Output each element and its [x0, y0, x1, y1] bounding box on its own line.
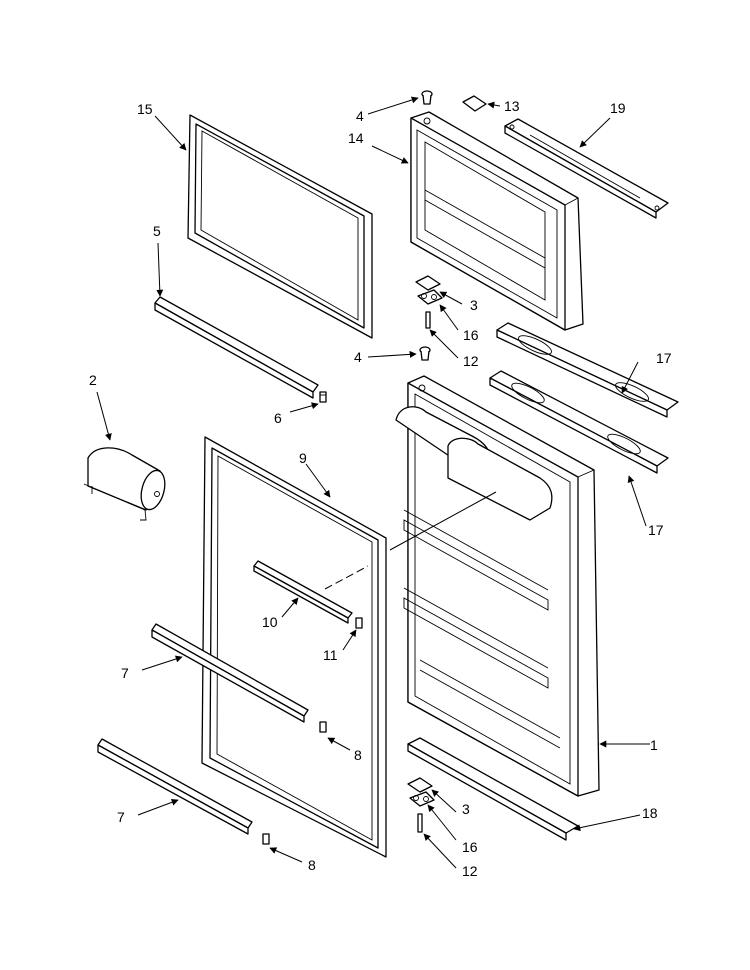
callout-2: 2 — [89, 372, 97, 388]
door-handle-17-upper — [496, 322, 679, 418]
callout-13: 13 — [504, 98, 520, 114]
center-hinge-assembly — [415, 275, 443, 329]
freezer-handle-19 — [504, 118, 669, 219]
callout-18: 18 — [642, 805, 658, 821]
freezer-door — [410, 111, 584, 331]
callout-16-upper: 16 — [463, 327, 479, 343]
callout-8-lower: 8 — [308, 857, 316, 873]
callout-8-upper: 8 — [354, 747, 362, 763]
callout-12-upper: 12 — [463, 353, 479, 369]
callout-labels: 15 5 6 2 9 10 11 7 8 7 8 4 13 14 19 3 16… — [89, 98, 672, 879]
canister-part-2 — [83, 447, 166, 521]
callout-3-lower: 3 — [462, 801, 470, 817]
callout-7-lower: 7 — [117, 809, 125, 825]
trim-end-cap-8-lower — [262, 833, 270, 845]
callout-5: 5 — [153, 223, 161, 239]
freezer-door-trim — [154, 296, 319, 399]
freezer-door-gasket — [187, 114, 373, 339]
callout-3-upper: 3 — [470, 297, 478, 313]
bottom-trim-18 — [407, 737, 579, 841]
callout-12-lower: 12 — [462, 863, 478, 879]
fresh-food-door-gasket — [201, 436, 387, 858]
bottom-hinge-assembly — [407, 777, 435, 833]
callout-15: 15 — [137, 101, 153, 117]
door-handle-17-lower — [489, 370, 669, 474]
fresh-food-door — [395, 375, 600, 797]
callout-6: 6 — [274, 410, 282, 426]
hinge-cap-4-lower — [419, 346, 431, 361]
door-trim-strip-10 — [253, 560, 353, 624]
callout-7-upper: 7 — [121, 665, 129, 681]
leader-lines — [96, 96, 650, 869]
hinge-cap-4-upper — [421, 90, 433, 105]
callout-4-lower: 4 — [354, 349, 362, 365]
trim-end-cap-6 — [319, 391, 327, 403]
callout-17-lower: 17 — [648, 522, 664, 538]
callout-17-upper: 17 — [656, 350, 672, 366]
callout-1: 1 — [650, 737, 658, 753]
door-trim-strip-7-upper — [151, 623, 309, 723]
callout-16-lower: 16 — [462, 839, 478, 855]
callout-10: 10 — [262, 614, 278, 630]
trim-end-cap-8-upper — [319, 721, 327, 733]
callout-11: 11 — [323, 647, 338, 663]
label-13 — [462, 95, 487, 112]
callout-9: 9 — [299, 450, 307, 466]
callout-19: 19 — [610, 100, 626, 116]
door-trim-strip-7-lower — [97, 738, 253, 835]
callout-4-upper: 4 — [356, 108, 364, 124]
trim-end-cap-11 — [355, 617, 363, 629]
callout-14: 14 — [348, 130, 364, 146]
